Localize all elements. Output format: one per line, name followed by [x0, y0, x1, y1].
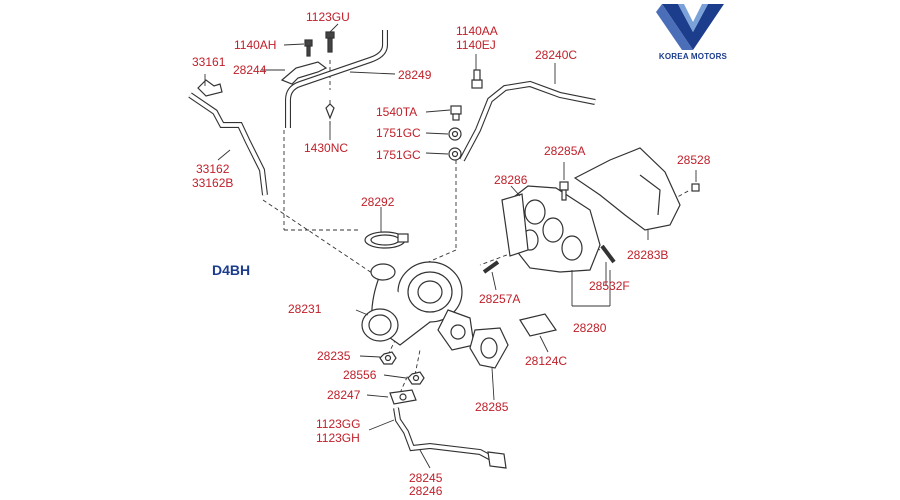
- part-label-28257A: 28257A: [479, 292, 521, 306]
- part-label-28532F: 28532F: [589, 279, 630, 293]
- part-label-28285: 28285: [475, 400, 509, 414]
- gasket-28286: [501, 193, 529, 257]
- clip-1430NC: [325, 103, 335, 120]
- bracket-28244: [280, 61, 328, 85]
- turbocharger-28231: [361, 261, 475, 351]
- nut-28556: [407, 371, 425, 385]
- part-label-28245: 28245: [409, 471, 443, 485]
- part-label-28528: 28528: [677, 153, 711, 167]
- part-label-28280: 28280: [573, 321, 607, 335]
- logo-text: KOREA MOTORS: [658, 52, 728, 61]
- hose-28249: [285, 30, 388, 128]
- gasket-28285: [469, 327, 509, 369]
- part-label-1140AH: 1140AH: [234, 38, 277, 52]
- washer-1751GC-a: [448, 127, 462, 141]
- part-label-1140EJ: 1140EJ: [456, 38, 496, 52]
- part-label-28285A: 28285A: [544, 144, 586, 158]
- part-label-28292: 28292: [361, 195, 395, 209]
- bolt-28285A: [559, 181, 569, 201]
- part-label-1751GC-a: 1751GC: [376, 126, 421, 140]
- bolt-1140AH: [304, 39, 313, 57]
- part-label-28235: 28235: [317, 349, 351, 363]
- nut-28235: [379, 351, 397, 365]
- part-label-33162: 33162: [196, 162, 230, 176]
- stud-28532F: [600, 244, 616, 264]
- part-label-28249: 28249: [398, 68, 432, 82]
- bolt-28528: [691, 183, 700, 192]
- washer-1751GC-b: [448, 147, 462, 161]
- korea-motors-logo: KOREA MOTORS: [652, 2, 734, 64]
- part-label-1123GU: 1123GU: [306, 10, 350, 24]
- part-label-28240C: 28240C: [535, 48, 578, 62]
- part-label-33162B: 33162B: [192, 176, 234, 190]
- part-label-28231: 28231: [288, 302, 322, 316]
- part-label-1751GC-b: 1751GC: [376, 148, 421, 162]
- part-label-28124C: 28124C: [525, 354, 568, 368]
- part-label-33161: 33161: [192, 55, 226, 69]
- bracket-33161: [197, 79, 223, 97]
- part-label-1430NC: 1430NC: [304, 141, 349, 155]
- bolt-1123GU: [325, 31, 335, 53]
- part-label-1123GG: 1123GG: [316, 417, 361, 431]
- part-label-1123GH: 1123GH: [316, 431, 360, 445]
- part-label-28286: 28286: [494, 173, 528, 187]
- bolt-1540TA: [450, 105, 462, 121]
- logo-mark-icon: [656, 4, 724, 50]
- manifold-28280: [509, 185, 601, 273]
- part-label-1540TA: 1540TA: [376, 105, 418, 119]
- model-code: D4BH: [212, 262, 251, 278]
- part-label-28244: 28244: [233, 63, 267, 77]
- shield-28283B: [573, 147, 681, 231]
- stud-28257A: [482, 260, 500, 274]
- bolt-1140AA: [471, 69, 483, 89]
- part-label-28246: 28246: [409, 484, 443, 498]
- part-label-28247: 28247: [327, 388, 361, 402]
- gasket-28247: [389, 389, 417, 405]
- part-label-28283B: 28283B: [627, 248, 669, 262]
- part-label-28556: 28556: [343, 368, 377, 382]
- shield-28124C: [519, 313, 557, 337]
- part-label-1140AA: 1140AA: [456, 24, 498, 38]
